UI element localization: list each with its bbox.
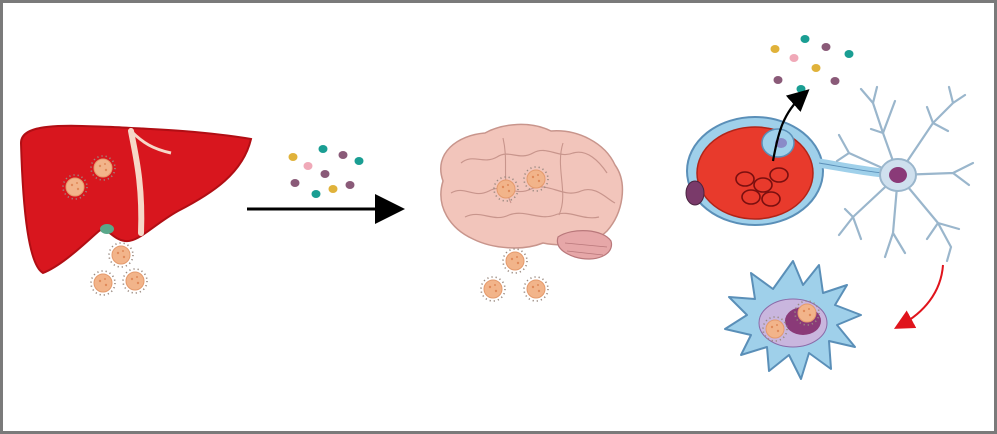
astrocyte-icon (835, 85, 975, 263)
brain-icon (440, 123, 624, 302)
diagram-canvas (19, 35, 975, 380)
microglia-icon (724, 260, 862, 380)
blood-vessel-icon (685, 116, 888, 226)
arrow-down-left-icon (893, 264, 944, 329)
virus-particle-icon (502, 248, 528, 274)
virus-particle-icon (122, 268, 148, 294)
virus-particle-icon (523, 276, 549, 302)
virus-particle-icon (108, 242, 134, 268)
molecules-group (288, 145, 364, 198)
virus-particle-icon (480, 276, 506, 302)
molecules-group (770, 35, 854, 93)
arrow-curved-icon (771, 89, 810, 162)
liver-icon (19, 124, 253, 296)
virus-particle-icon (90, 270, 116, 296)
